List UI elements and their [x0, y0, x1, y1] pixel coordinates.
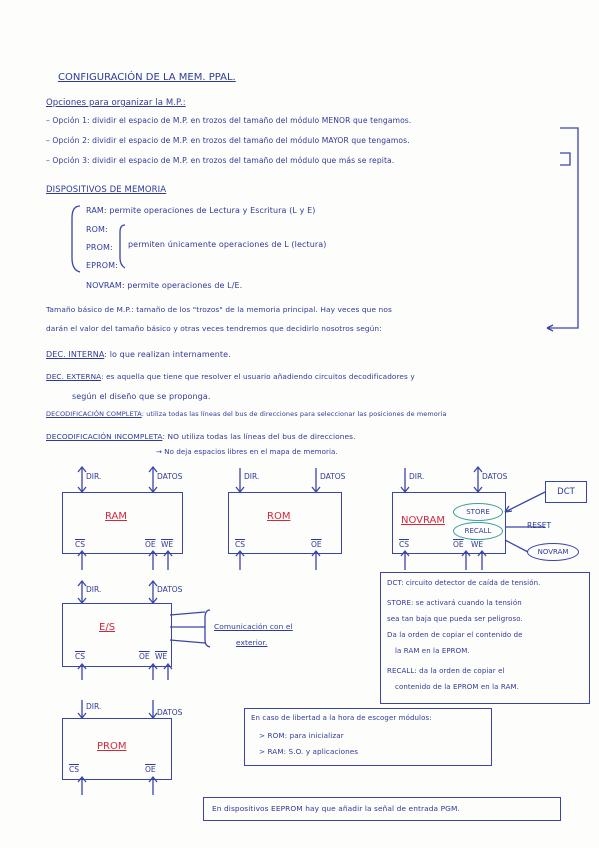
es-comunicacion: Comunicación con el [214, 622, 293, 631]
libertad-line-3: > RAM: S.O. y aplicaciones [259, 747, 359, 756]
def-externa-cont: según el diseño que se proponga. [72, 392, 211, 401]
prom-datos-label: DATOS [157, 708, 183, 717]
eprom-note: En dispositivos EEPROM hay que añadir la… [212, 804, 460, 813]
opcion-1: – Opción 1: dividir el espacio de M.P. e… [46, 116, 412, 125]
dct-panel-line-7: contenido de la EPROM en la RAM. [395, 683, 519, 691]
store-label: STORE [466, 508, 490, 516]
ram-chip-name: RAM [105, 511, 128, 522]
rom-dir-label: DIR. [244, 472, 260, 481]
es-cs: CS [75, 652, 85, 661]
dct-label: DCT [557, 487, 575, 497]
es-we: WE [155, 652, 168, 661]
def-externa-term: DEC. EXTERNA [46, 372, 102, 381]
eprom-note-box: En dispositivos EEPROM hay que añadir la… [203, 797, 561, 821]
novram-datos-label: DATOS [482, 472, 508, 481]
dct-panel-line-1: DCT: circuito detector de caída de tensi… [387, 579, 541, 587]
device-ram: RAM: permite operaciones de Lectura y Es… [86, 206, 316, 215]
dct-panel: DCT: circuito detector de caída de tensi… [380, 572, 590, 704]
prom-chip: PROM CS OE [62, 718, 172, 780]
novram-cs: CS [399, 540, 409, 549]
def-interna-text: : lo que realizan internamente. [104, 350, 231, 359]
novram-bubble-label: NOVRAM [537, 548, 569, 556]
es-datos-label: DATOS [157, 585, 183, 594]
def-externa-text: : es aquella que tiene que resolver el u… [101, 372, 415, 381]
def-incompleta-term: DECODIFICACIÓN INCOMPLETA [46, 432, 163, 441]
prom-oe: OE [145, 765, 156, 774]
es-oe: OE [139, 652, 150, 661]
def-interna: DEC. INTERNA: lo que realizan internamen… [46, 350, 231, 359]
prom-dir-label: DIR. [86, 702, 102, 711]
only-read-note: permiten únicamente operaciones de L (le… [128, 240, 327, 249]
dct-panel-line-2: STORE: se activará cuando la tensión [387, 599, 522, 607]
reset-label: RESET [527, 521, 552, 530]
ram-datos-label: DATOS [157, 472, 183, 481]
device-prom: PROM: [86, 243, 113, 252]
novram-we: WE [471, 540, 484, 549]
recall-bubble: RECALL [453, 522, 503, 540]
libertad-line-2: > ROM: para inicializar [259, 731, 344, 740]
opcion-3: – Opción 3: dividir el espacio de M.P. e… [46, 156, 395, 165]
novram-dir-label: DIR. [409, 472, 425, 481]
tamano-line-1: Tamaño básico de M.P.: tamaño de los "tr… [46, 305, 392, 314]
es-chip: E/S CS OE WE [62, 603, 172, 667]
def-incompleta-note: → No deja espacios libres en el mapa de … [156, 448, 338, 456]
dct-panel-line-6: RECALL: da la orden de copiar el [387, 667, 505, 675]
es-dir-label: DIR. [86, 585, 102, 594]
opciones-heading: Opciones para organizar la M.P.: [46, 98, 186, 108]
prom-cs: CS [69, 765, 79, 774]
rom-oe: OE [311, 540, 322, 549]
ram-chip: RAM CS OE WE [62, 492, 183, 554]
device-novram: NOVRAM: permite operaciones de L/E. [86, 281, 243, 290]
tamano-line-2: darán el valor del tamaño básico y otras… [46, 324, 382, 333]
rom-datos-label: DATOS [320, 472, 346, 481]
novram-bubble: NOVRAM [527, 543, 579, 561]
def-completa-text: : utiliza todas las líneas del bus de di… [141, 410, 447, 418]
def-interna-term: DEC. INTERNA [46, 350, 105, 359]
ram-oe: OE [145, 540, 156, 549]
device-eprom: EPROM: [86, 261, 118, 270]
opcion-2: – Opción 2: dividir el espacio de M.P. e… [46, 136, 410, 145]
def-completa: DECODIFICACIÓN COMPLETA: utiliza todas l… [46, 410, 447, 418]
store-bubble: STORE [453, 503, 503, 521]
ram-we: WE [161, 540, 174, 549]
rom-chip-name: ROM [267, 511, 291, 522]
def-completa-term: DECODIFICACIÓN COMPLETA [46, 410, 142, 418]
dct-panel-line-5: la RAM en la EPROM. [395, 647, 470, 655]
dct-panel-line-3: sea tan baja que pueda ser peligroso. [387, 615, 523, 623]
device-rom: ROM: [86, 225, 108, 234]
libertad-panel: En caso de libertad a la hora de escoger… [244, 708, 492, 766]
novram-chip: NOVRAM CS OE WE [392, 492, 506, 554]
def-externa: DEC. EXTERNA: es aquella que tiene que r… [46, 372, 415, 381]
recall-label: RECALL [464, 527, 492, 535]
rom-chip: ROM CS OE [228, 492, 342, 554]
novram-oe: OE [453, 540, 464, 549]
prom-chip-name: PROM [97, 741, 127, 752]
libertad-line-1: En caso de libertad a la hora de escoger… [251, 714, 432, 722]
dct-panel-line-4: Da la orden de copiar el contenido de [387, 631, 523, 639]
page-title: CONFIGURACIÓN DE LA MEM. PPAL. [58, 72, 236, 83]
ram-cs: CS [75, 540, 85, 549]
es-chip-name: E/S [99, 622, 116, 633]
es-exterior: exterior. [236, 638, 268, 647]
rom-cs: CS [235, 540, 245, 549]
def-incompleta-text: : NO utiliza todas las líneas del bus de… [162, 432, 356, 441]
dct-box: DCT [545, 481, 587, 503]
dispositivos-heading: DISPOSITIVOS DE MEMORIA [46, 185, 167, 195]
ram-dir-label: DIR. [86, 472, 102, 481]
def-incompleta: DECODIFICACIÓN INCOMPLETA: NO utiliza to… [46, 432, 356, 441]
novram-chip-name: NOVRAM [401, 515, 446, 526]
